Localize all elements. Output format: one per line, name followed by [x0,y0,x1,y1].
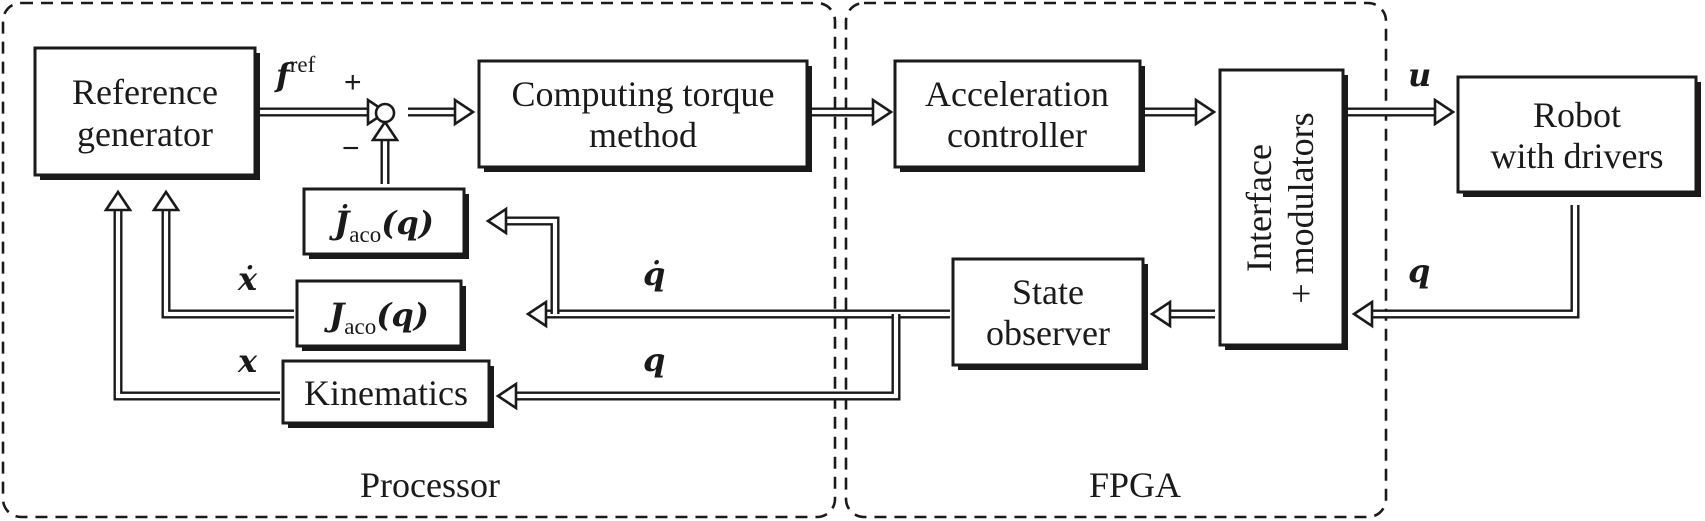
acceleration-controller-label-line1: Acceleration [925,74,1109,114]
minus-sign: − [342,132,360,165]
plus-sign: + [344,66,362,99]
x-dot-signal-label: ẋ [237,260,258,298]
signal-paths [113,107,1580,401]
state-observer-label-line2: observer [986,313,1110,353]
computing-torque-label-line2: method [589,115,697,155]
state-observer-block: State observer [951,257,1148,370]
jacobian-block: Jaco(q) [295,279,466,351]
robot-label-line2: with drivers [1491,136,1664,176]
fpga-region [844,1,1388,519]
interface-modulators-block: Interface + modulators [1218,68,1348,350]
reference-generator-block: Reference generator [33,46,260,180]
robot-label-line1: Robot [1533,95,1621,135]
processor-region-label: Processor [360,465,500,505]
robot-block: Robot with drivers [1456,75,1701,197]
processor-region [1,1,837,519]
q-robot-signal-label: q [1408,252,1430,290]
fpga-region-label: FPGA [1089,465,1181,505]
reference-generator-label-line1: Reference [72,72,218,112]
jacobian-dot-block: J̇aco(q) [302,187,469,259]
f-ref-label: fref [274,52,316,94]
summing-junction [374,102,396,124]
u-signal-label: u [1408,56,1431,94]
arrowheads [103,97,1456,411]
state-observer-label-line1: State [1012,272,1084,312]
jacobian-label: Jaco(q) [323,296,429,339]
interface-label: Interface [1239,144,1279,272]
modulators-label: + modulators [1281,112,1321,303]
acceleration-controller-block: Acceleration controller [893,59,1145,172]
kinematics-label: Kinematics [304,373,468,413]
computing-torque-block: Computing torque method [477,59,812,172]
q-kinematics-signal-label: q [643,341,665,379]
acceleration-controller-label-line2: controller [947,115,1087,155]
x-signal-label: x [237,342,258,380]
computing-torque-label-line1: Computing torque [512,74,775,114]
q-dot-signal-label: q̇ [643,255,665,293]
reference-generator-label-line2: generator [77,114,213,154]
jacobian-dot-label: J̇aco(q) [328,204,434,247]
kinematics-block: Kinematics [281,359,494,428]
